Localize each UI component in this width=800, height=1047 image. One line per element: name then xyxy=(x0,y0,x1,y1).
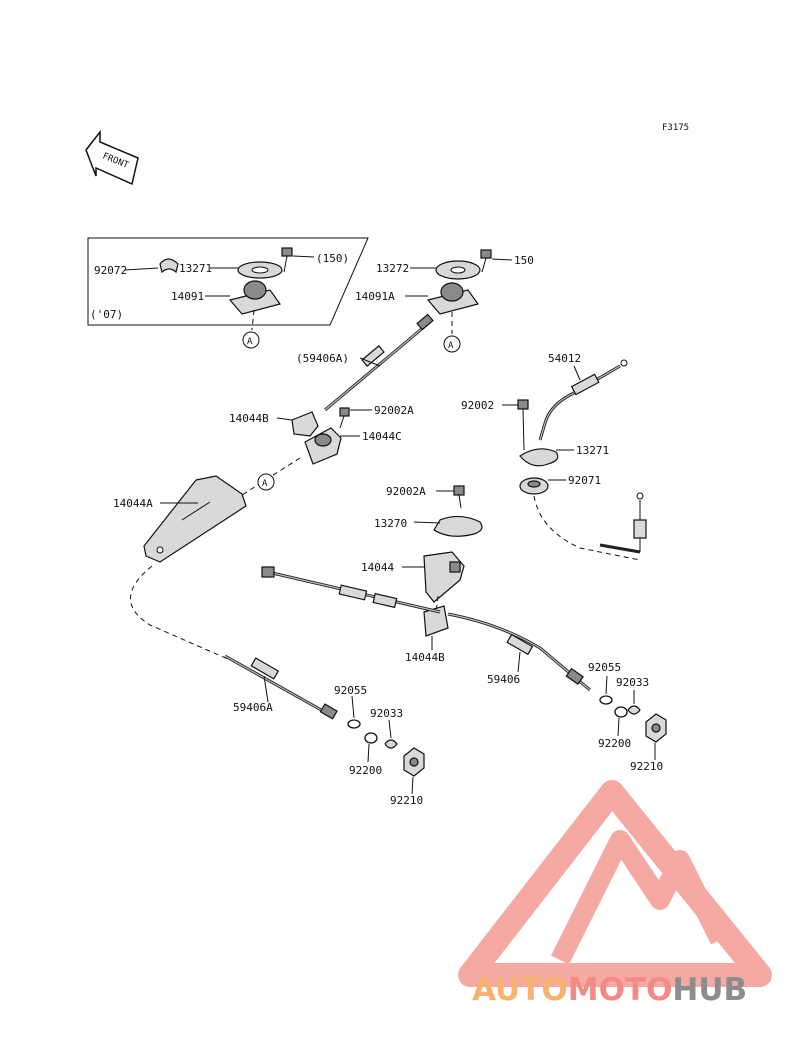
callout-a-2-letter: A xyxy=(448,341,454,351)
callout-a-1 xyxy=(242,331,260,349)
cable-54012-icon xyxy=(538,359,628,441)
label-92002A-mid: 92002A xyxy=(386,485,426,498)
nut-92210-left-icon xyxy=(403,747,425,777)
bolt-92002A-top-icon xyxy=(339,407,350,429)
bracket-14044B-bottom-icon xyxy=(423,605,449,637)
logo-triangle-icon xyxy=(458,780,772,987)
bolt-150-icon xyxy=(480,249,492,273)
plate-13270-icon xyxy=(433,515,483,537)
label-92055-right: 92055 xyxy=(588,661,621,674)
label-92210-right: 92210 xyxy=(630,760,663,773)
cable-middle-icon xyxy=(261,566,441,614)
label-13270: 13270 xyxy=(374,517,407,530)
logo-m-icon xyxy=(551,830,729,965)
label-92200-right: 92200 xyxy=(598,737,631,750)
label-13271-right: 13271 xyxy=(576,444,609,457)
callout-a-2 xyxy=(443,335,461,353)
cable-59406-icon xyxy=(447,612,591,692)
callout-a-3 xyxy=(257,473,275,491)
callout-a-1-letter: A xyxy=(247,337,253,347)
label-14044C: 14044C xyxy=(362,430,402,443)
watermark-moto: MOTO xyxy=(568,972,673,1008)
label-14091: 14091 xyxy=(171,290,204,303)
label-14044B-top: 14044B xyxy=(229,412,269,425)
watermark-text: AUTOMOTOHUB xyxy=(472,972,747,1008)
boot-14091A-icon xyxy=(426,282,479,315)
label-59406A-paren: (59406A) xyxy=(296,352,349,365)
clip-92072-icon xyxy=(159,258,179,274)
label-92072: 92072 xyxy=(94,264,127,277)
inset-box-07: ('07) xyxy=(87,237,369,326)
label-13271-top: 13271 xyxy=(179,262,212,275)
circlip-92033-left-icon xyxy=(384,739,398,749)
gasket-13271-right-icon xyxy=(519,448,559,467)
label-150: 150 xyxy=(514,254,534,267)
label-92002A-top: 92002A xyxy=(374,404,414,417)
watermark-hub: HUB xyxy=(672,972,747,1008)
automotohub-logo xyxy=(458,780,772,987)
label-150-paren: (150) xyxy=(316,252,349,265)
label-92055-left: 92055 xyxy=(334,684,367,697)
callout-a-3-letter: A xyxy=(262,479,268,489)
washer-92200-left-icon xyxy=(364,732,378,744)
gasket-13271-icon xyxy=(237,261,283,279)
nut-92210-right-icon xyxy=(645,713,667,743)
label-54012: 54012 xyxy=(548,352,581,365)
label-92033-right: 92033 xyxy=(616,676,649,689)
bolt-150-top-icon xyxy=(281,247,293,273)
label-14044B-bottom: 14044B xyxy=(405,651,445,664)
circlip-92033-right-icon xyxy=(627,705,641,715)
oring-92055-right-icon xyxy=(599,695,613,705)
label-92002: 92002 xyxy=(461,399,494,412)
part-92071-icon xyxy=(519,477,549,495)
gasket-13272-icon xyxy=(435,260,481,280)
bracket-14044A-icon xyxy=(143,475,247,563)
boot-14091-icon xyxy=(228,280,281,315)
watermark-auto: AUTO xyxy=(472,972,568,1008)
front-arrow-icon: FRONT xyxy=(85,129,139,186)
label-92200-left: 92200 xyxy=(349,764,382,777)
cable-end-right-icon xyxy=(599,492,647,554)
label-92071: 92071 xyxy=(568,474,601,487)
label-92033-left: 92033 xyxy=(370,707,403,720)
label-13272: 13272 xyxy=(376,262,409,275)
label-59406A: 59406A xyxy=(233,701,273,714)
washer-92200-right-icon xyxy=(614,706,628,718)
bracket-14044B-top-icon xyxy=(291,411,319,437)
bracket-14044-icon xyxy=(423,551,465,603)
label-14091A: 14091A xyxy=(355,290,395,303)
label-59406: 59406 xyxy=(487,673,520,686)
label-92210-left: 92210 xyxy=(390,794,423,807)
bracket-14044C-icon xyxy=(304,427,342,465)
figure-code: F3175 xyxy=(662,123,689,133)
bolt-92002A-mid-icon xyxy=(453,485,465,509)
year-note: ('07) xyxy=(90,308,123,321)
cable-59406A-lower-icon xyxy=(224,654,338,720)
label-14044: 14044 xyxy=(361,561,394,574)
label-14044A: 14044A xyxy=(113,497,153,510)
oring-92055-left-icon xyxy=(347,719,361,729)
bolt-92002-icon xyxy=(517,399,529,451)
